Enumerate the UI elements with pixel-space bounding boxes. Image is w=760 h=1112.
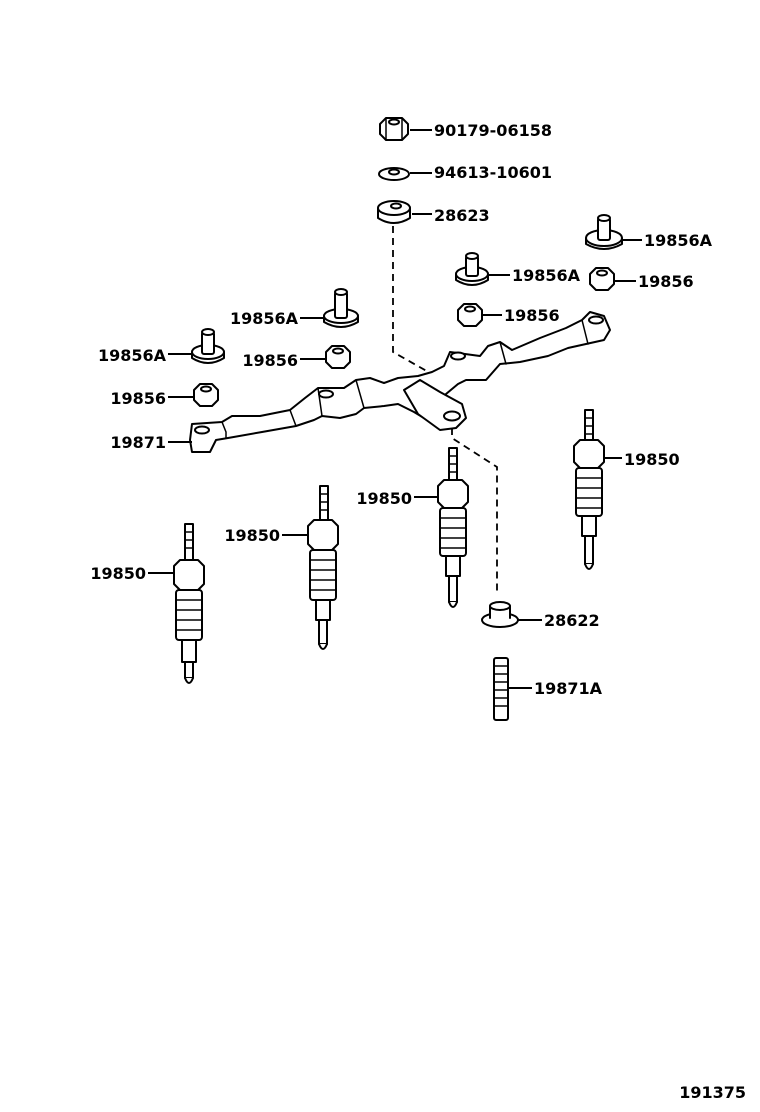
callout-glow-plug-4: 19850: [90, 564, 146, 583]
glow-plug-bus-bar: [189, 311, 611, 453]
connector-19856A-1: [585, 214, 623, 250]
nut-19856-2: [457, 303, 483, 327]
callout-nut-1: 19856: [638, 272, 694, 291]
callout-nut-3: 19856: [242, 351, 298, 370]
glow-plug-1: [573, 409, 605, 570]
callout-nut-top: 90179-06158: [434, 121, 552, 140]
glow-plug-3: [307, 485, 339, 650]
nut-19856-1: [589, 267, 615, 291]
callout-connector-1: 19856A: [644, 231, 713, 250]
callout-nut-4: 19856: [110, 389, 166, 408]
glow-plug-2: [437, 447, 469, 608]
callout-insulator-top: 28623: [434, 206, 490, 225]
callout-connector-4: 19856A: [98, 346, 167, 365]
nut-19856-4: [193, 383, 219, 407]
assembly-line-upper: [392, 226, 433, 375]
callout-glow-plug-1: 19850: [624, 450, 680, 469]
insulator-28622: [481, 601, 519, 628]
washer-94613: [378, 167, 410, 181]
callout-stud: 19871A: [534, 679, 603, 698]
callout-insulator-bottom: 28622: [544, 611, 600, 630]
callout-connector-2: 19856A: [512, 266, 581, 285]
stud-19871A: [493, 657, 509, 721]
nut-90179: [379, 117, 409, 141]
connector-19856A-4: [191, 328, 225, 364]
callout-washer-top: 94613-10601: [434, 163, 552, 182]
callout-connector-3: 19856A: [230, 309, 299, 328]
connector-19856A-2: [455, 252, 489, 286]
nut-19856-3: [325, 345, 351, 369]
glow-plug-4: [173, 523, 205, 684]
callout-bus-bar: 19871: [110, 433, 166, 452]
callout-glow-plug-3: 19850: [224, 526, 280, 545]
figure-number: 191375: [679, 1083, 746, 1102]
assembly-line-lower: [451, 428, 498, 595]
connector-19856A-3: [323, 288, 359, 328]
callout-glow-plug-2: 19850: [356, 489, 412, 508]
insulator-28623: [377, 200, 411, 224]
callout-nut-2: 19856: [504, 306, 560, 325]
